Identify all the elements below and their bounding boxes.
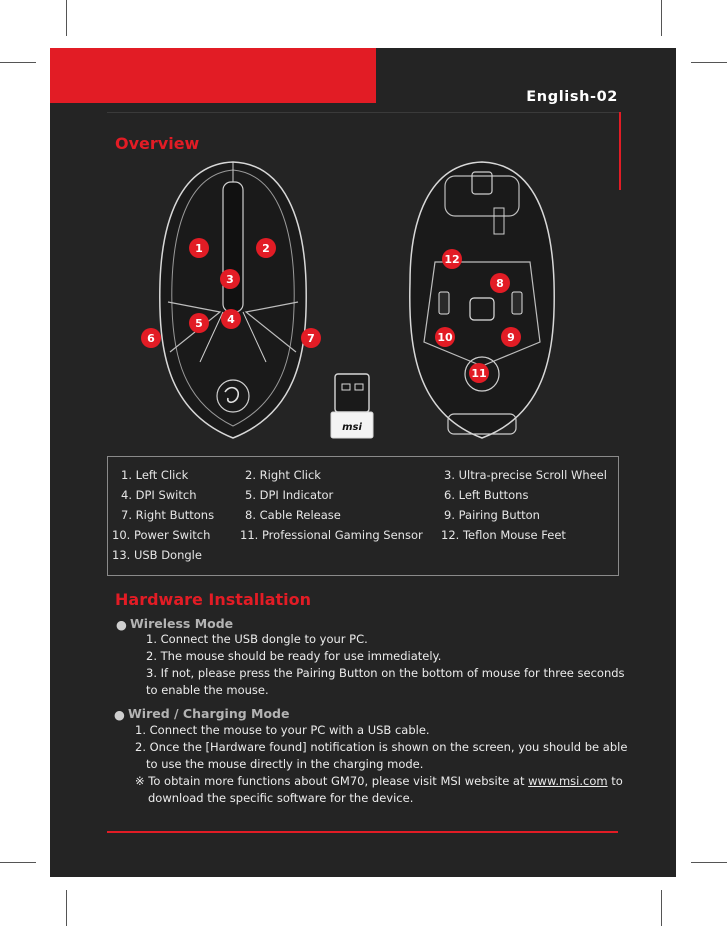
legend-item: 8. Cable Release bbox=[245, 508, 341, 522]
usb-dongle: msi bbox=[330, 373, 374, 439]
header-accent-line bbox=[619, 112, 621, 190]
wireless-step: 1. Connect the USB dongle to your PC. bbox=[146, 632, 368, 646]
callout-2: 2 bbox=[256, 238, 276, 258]
wireless-step: 3. If not, please press the Pairing Butt… bbox=[146, 666, 625, 680]
header-red-bar bbox=[50, 48, 376, 103]
callout-1: 1 bbox=[189, 238, 209, 258]
svg-text:11: 11 bbox=[471, 367, 486, 380]
wired-step: to use the mouse directly in the chargin… bbox=[146, 757, 424, 771]
crop-mark bbox=[0, 62, 36, 63]
wired-step: 2. Once the [Hardware found] notificatio… bbox=[135, 740, 628, 754]
svg-text:4: 4 bbox=[227, 313, 235, 326]
bullet-icon: ● bbox=[116, 617, 127, 632]
legend-item: 11. Professional Gaming Sensor bbox=[240, 528, 423, 542]
callout-4: 4 bbox=[221, 309, 241, 329]
callout-10: 10 bbox=[435, 327, 455, 347]
mouse-diagram: msi 1 2 3 4 5 6 7 12 8 10 9 11 12 13 bbox=[141, 161, 555, 439]
crop-mark bbox=[66, 0, 67, 36]
legend-item: 5. DPI Indicator bbox=[245, 488, 334, 502]
callout-5: 5 bbox=[189, 313, 209, 333]
wireless-step: to enable the mouse. bbox=[146, 683, 269, 697]
svg-text:10: 10 bbox=[437, 331, 453, 344]
footer-divider bbox=[107, 831, 618, 833]
legend-item: 4. DPI Switch bbox=[121, 488, 197, 502]
crop-mark bbox=[691, 862, 727, 863]
crop-mark bbox=[661, 890, 662, 926]
legend-item: 10. Power Switch bbox=[112, 528, 211, 542]
wired-step: 1. Connect the mouse to your PC with a U… bbox=[135, 723, 430, 737]
crop-mark bbox=[0, 862, 36, 863]
legend-item: 1. Left Click bbox=[121, 468, 189, 482]
crop-mark bbox=[661, 0, 662, 36]
wireless-step: 2. The mouse should be ready for use imm… bbox=[146, 649, 442, 663]
legend-item: 2. Right Click bbox=[245, 468, 321, 482]
parts-legend: 1. Left Click 2. Right Click 3. Ultra-pr… bbox=[107, 456, 619, 576]
svg-text:2: 2 bbox=[262, 242, 270, 255]
mouse-top-view bbox=[159, 161, 307, 439]
svg-text:3: 3 bbox=[226, 273, 234, 286]
legend-item: 6. Left Buttons bbox=[444, 488, 529, 502]
callout-6: 6 bbox=[141, 328, 161, 348]
crop-mark bbox=[66, 890, 67, 926]
manual-page: English-02 Overview msi bbox=[50, 48, 676, 877]
hardware-installation-title: Hardware Installation bbox=[115, 590, 312, 609]
note-text: ※ To obtain more functions about GM70, p… bbox=[135, 774, 529, 788]
msi-website-link[interactable]: www.msi.com bbox=[528, 774, 608, 788]
wireless-mode-title: Wireless Mode bbox=[130, 616, 234, 631]
legend-item: 3. Ultra-precise Scroll Wheel bbox=[444, 468, 607, 482]
overview-title: Overview bbox=[115, 134, 200, 153]
callout-12-top: 12 bbox=[442, 249, 462, 269]
svg-text:5: 5 bbox=[195, 317, 203, 330]
page-label: English-02 bbox=[526, 89, 618, 105]
callout-11: 11 bbox=[469, 363, 489, 383]
note-text: to bbox=[607, 774, 623, 788]
header-divider bbox=[107, 112, 621, 113]
software-note: ※ To obtain more functions about GM70, p… bbox=[135, 774, 623, 788]
svg-text:9: 9 bbox=[507, 331, 515, 344]
callout-7: 7 bbox=[301, 328, 321, 348]
svg-text:1: 1 bbox=[195, 242, 203, 255]
software-note-line2: download the specific software for the d… bbox=[148, 791, 414, 805]
svg-text:6: 6 bbox=[147, 332, 155, 345]
svg-text:7: 7 bbox=[307, 332, 315, 345]
mouse-bottom-view bbox=[409, 161, 555, 439]
bullet-icon: ● bbox=[114, 707, 125, 722]
callout-3: 3 bbox=[220, 269, 240, 289]
dongle-logo: msi bbox=[342, 422, 362, 433]
legend-item: 9. Pairing Button bbox=[444, 508, 540, 522]
legend-item: 12. Teflon Mouse Feet bbox=[441, 528, 566, 542]
dragon-logo-icon bbox=[216, 379, 250, 413]
callout-9: 9 bbox=[501, 327, 521, 347]
svg-text:8: 8 bbox=[496, 277, 504, 290]
svg-text:12: 12 bbox=[444, 253, 459, 266]
legend-item: 7. Right Buttons bbox=[121, 508, 215, 522]
legend-item: 13. USB Dongle bbox=[112, 548, 202, 562]
crop-mark bbox=[691, 62, 727, 63]
callout-8: 8 bbox=[490, 273, 510, 293]
wired-mode-title: Wired / Charging Mode bbox=[128, 706, 290, 721]
